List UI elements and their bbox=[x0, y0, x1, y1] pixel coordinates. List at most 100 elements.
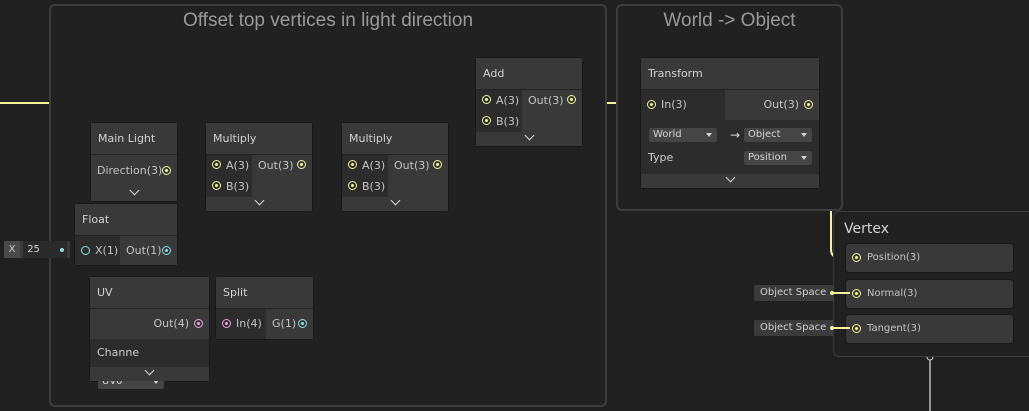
tangent-space-field[interactable]: Object Space bbox=[754, 320, 834, 336]
input-port-a[interactable]: A(3) bbox=[206, 155, 252, 176]
chevron-down-icon bbox=[524, 130, 534, 141]
add-node[interactable]: Add A(3) B(3) Out(3) bbox=[476, 58, 582, 146]
port-label: Out(3) bbox=[528, 94, 564, 107]
port-dot-icon[interactable] bbox=[298, 319, 307, 328]
input-port-b[interactable]: B(3) bbox=[342, 176, 388, 197]
output-port-out[interactable]: Out(4) bbox=[90, 309, 209, 339]
node-title: Float bbox=[75, 204, 177, 236]
port-dot-icon[interactable] bbox=[852, 324, 861, 333]
vertex-title: Vertex bbox=[844, 221, 890, 237]
float-value-input[interactable]: 25 bbox=[23, 241, 68, 258]
to-space-dropdown[interactable]: Object bbox=[744, 128, 812, 142]
expand-toggle[interactable] bbox=[342, 195, 448, 211]
normal-space-field[interactable]: Object Space bbox=[754, 285, 834, 301]
port-dot-icon[interactable] bbox=[194, 319, 203, 328]
inline-connector-dot bbox=[60, 248, 64, 252]
expand-toggle[interactable] bbox=[476, 130, 582, 146]
port-label: A(3) bbox=[362, 159, 386, 172]
arrow-right-icon: → bbox=[730, 128, 741, 142]
port-label: Out(3) bbox=[258, 159, 294, 172]
chevron-down-icon bbox=[144, 365, 155, 376]
port-label: B(3) bbox=[226, 180, 250, 193]
output-port-out[interactable]: Out(3) bbox=[252, 155, 312, 176]
dropdown-arrow-icon bbox=[801, 156, 807, 160]
port-label: In(4) bbox=[236, 317, 262, 330]
type-label: Type bbox=[648, 151, 674, 164]
node-title: Multiply bbox=[342, 123, 448, 155]
port-dot-icon[interactable] bbox=[852, 253, 861, 262]
port-label: Out(3) bbox=[394, 159, 430, 172]
expand-toggle[interactable] bbox=[91, 185, 177, 201]
port-dot-icon[interactable] bbox=[348, 160, 357, 169]
port-label: In(3) bbox=[661, 98, 687, 111]
input-port-in[interactable]: In(4) bbox=[216, 309, 266, 339]
vertex-position-block[interactable]: Position(3) bbox=[846, 244, 1013, 272]
port-dot-icon[interactable] bbox=[212, 181, 221, 190]
vertex-normal-block[interactable]: Normal(3) bbox=[846, 280, 1013, 308]
output-port-out[interactable]: Out(3) bbox=[725, 90, 819, 120]
channel-label: Channe bbox=[97, 346, 140, 359]
input-port-in[interactable]: In(3) bbox=[641, 90, 725, 120]
port-dot-icon[interactable] bbox=[162, 166, 171, 175]
channel-value: UV0 bbox=[102, 376, 123, 387]
port-label: Out(1) bbox=[126, 244, 162, 257]
output-port-out[interactable]: Out(3) bbox=[388, 155, 448, 176]
port-dot-icon[interactable] bbox=[482, 95, 491, 104]
input-port-x[interactable]: X(1) bbox=[75, 236, 120, 265]
expand-toggle[interactable] bbox=[641, 172, 819, 188]
port-dot-icon[interactable] bbox=[222, 319, 231, 328]
multiply-node-2[interactable]: Multiply A(3) B(3) Out(3) bbox=[342, 123, 448, 211]
output-port-direction[interactable]: Direction(3) bbox=[91, 155, 177, 187]
port-dot-icon[interactable] bbox=[348, 181, 357, 190]
float-node[interactable]: Float X(1) Out(1) bbox=[75, 204, 177, 265]
dropdown-arrow-icon bbox=[801, 133, 807, 137]
node-title: Add bbox=[476, 58, 582, 90]
port-label: Out(4) bbox=[153, 317, 189, 330]
input-port-b[interactable]: B(3) bbox=[206, 176, 252, 197]
input-port-a[interactable]: A(3) bbox=[342, 155, 388, 176]
to-space-value: Object bbox=[748, 129, 781, 140]
dropdown-arrow-icon bbox=[153, 380, 159, 384]
vertex-tangent-block[interactable]: Tangent(3) bbox=[846, 315, 1013, 343]
expand-toggle[interactable] bbox=[90, 365, 209, 381]
type-dropdown[interactable]: Position bbox=[744, 151, 812, 165]
uv-node[interactable]: UV Out(4) Channe UV0 bbox=[90, 277, 209, 389]
inline-connector-line bbox=[834, 292, 850, 294]
input-port-a[interactable]: A(3) bbox=[476, 90, 522, 111]
transform-node[interactable]: Transform In(3) Out(3) World → Object Ty… bbox=[641, 58, 819, 188]
multiply-node-1[interactable]: Multiply A(3) B(3) Out(3) bbox=[206, 123, 312, 211]
output-port-out[interactable]: Out(1) bbox=[120, 236, 177, 265]
type-value: Position bbox=[748, 152, 787, 163]
chevron-down-icon bbox=[390, 195, 400, 206]
node-title: UV bbox=[90, 277, 209, 309]
space-row: World → Object bbox=[648, 124, 812, 146]
port-dot-icon[interactable] bbox=[647, 100, 656, 109]
port-dot-icon[interactable] bbox=[433, 160, 442, 169]
from-space-dropdown[interactable]: World bbox=[649, 128, 717, 142]
output-port-g[interactable]: G(1) bbox=[266, 309, 313, 339]
inline-connector-dot bbox=[830, 326, 834, 330]
chevron-down-icon bbox=[129, 185, 139, 196]
port-dot-icon[interactable] bbox=[567, 95, 576, 104]
input-port-b[interactable]: B(3) bbox=[476, 111, 522, 132]
port-label: Direction(3) bbox=[97, 164, 163, 177]
port-dot-icon[interactable] bbox=[212, 160, 221, 169]
float-inline-field[interactable]: X 25 bbox=[4, 241, 70, 258]
port-dot-icon[interactable] bbox=[297, 160, 306, 169]
port-dot-icon[interactable] bbox=[804, 100, 813, 109]
output-port-out[interactable]: Out(3) bbox=[522, 90, 582, 111]
port-dot-icon[interactable] bbox=[162, 246, 171, 255]
transform-settings: World → Object Type Position bbox=[641, 120, 819, 174]
chevron-down-icon bbox=[725, 172, 735, 183]
expand-toggle[interactable] bbox=[206, 195, 312, 211]
port-label: Normal(3) bbox=[867, 288, 918, 299]
port-dot-icon[interactable] bbox=[482, 116, 491, 125]
inline-connector-line bbox=[834, 327, 850, 329]
port-dot-icon[interactable] bbox=[852, 289, 861, 298]
main-light-node[interactable]: Main Light Direction(3) bbox=[91, 123, 177, 201]
channel-row: Channe UV0 bbox=[90, 339, 209, 389]
port-label: X(1) bbox=[95, 244, 119, 257]
node-title: Main Light bbox=[91, 123, 177, 155]
split-node[interactable]: Split In(4) G(1) bbox=[216, 277, 313, 339]
port-dot-icon[interactable] bbox=[81, 246, 90, 255]
